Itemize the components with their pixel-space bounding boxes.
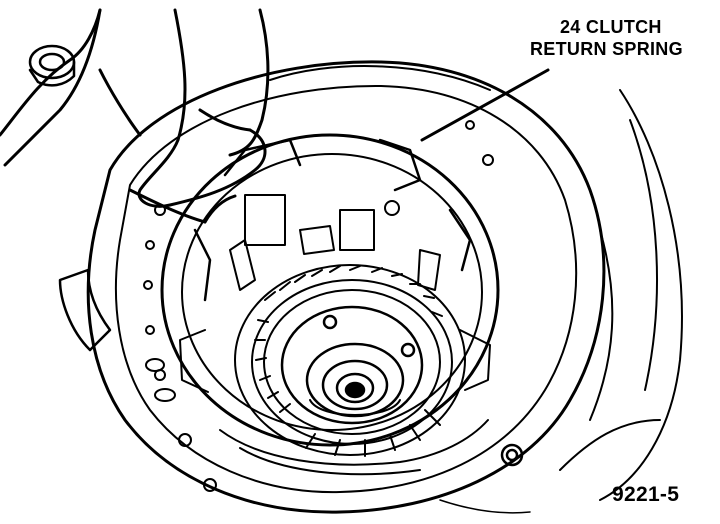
transmission-housing bbox=[58, 60, 683, 514]
figure-number: 9221-5 bbox=[612, 483, 680, 506]
clutch-return-spring bbox=[160, 133, 500, 447]
callout-label-line2: RETURN SPRING bbox=[530, 39, 683, 59]
housing-bolt-holes bbox=[143, 120, 494, 492]
bushing-part bbox=[28, 44, 76, 87]
bolt-part bbox=[500, 443, 524, 467]
lower-housing-detail bbox=[179, 329, 491, 476]
callout-leader bbox=[420, 68, 550, 142]
clutch-pack bbox=[229, 225, 466, 457]
center-hub bbox=[305, 314, 416, 418]
callout-label-line1: 24 CLUTCH bbox=[560, 17, 662, 37]
technician-hand bbox=[0, 8, 270, 224]
